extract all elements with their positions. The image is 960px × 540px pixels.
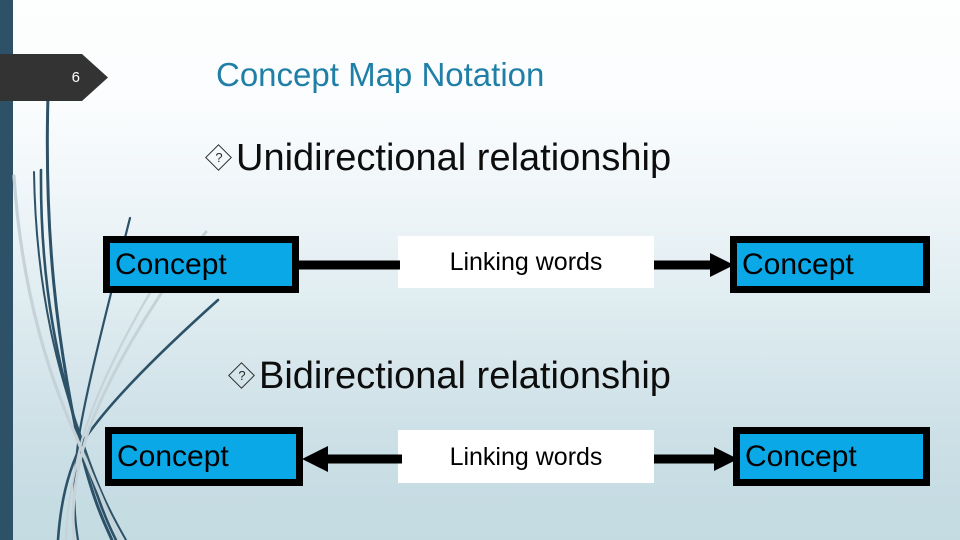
linking-words-row2[interactable]: Linking words: [398, 430, 654, 483]
concept-box-row1-right[interactable]: Concept: [730, 236, 930, 293]
page-title: Concept Map Notation: [216, 56, 545, 93]
linking-words-row2-label: Linking words: [449, 442, 603, 471]
concept-box-row2-left[interactable]: Concept: [105, 427, 303, 486]
heading-bidirectional: ? Bidirectional relationship: [228, 353, 671, 399]
heading-bidirectional-label: Bidirectional relationship: [259, 355, 671, 397]
heading-unidirectional: ? Unidirectional relationship: [205, 135, 671, 181]
diamond-question-bullet-icon: ?: [205, 144, 233, 172]
linking-words-row1[interactable]: Linking words: [398, 236, 654, 288]
concept-box-row2-right-label: Concept: [745, 439, 857, 473]
diamond-question-bullet-icon: ?: [228, 362, 256, 390]
concept-box-row2-right[interactable]: Concept: [733, 427, 930, 486]
linking-words-row1-label: Linking words: [449, 248, 603, 276]
concept-box-row1-left-label: Concept: [115, 247, 227, 281]
concept-box-row1-left[interactable]: Concept: [103, 236, 299, 293]
heading-unidirectional-label: Unidirectional relationship: [236, 137, 672, 179]
concept-box-row2-left-label: Concept: [117, 439, 229, 473]
concept-box-row1-right-label: Concept: [742, 247, 854, 281]
slide-number-badge: 6: [0, 54, 108, 101]
slide-number: 6: [71, 69, 80, 86]
